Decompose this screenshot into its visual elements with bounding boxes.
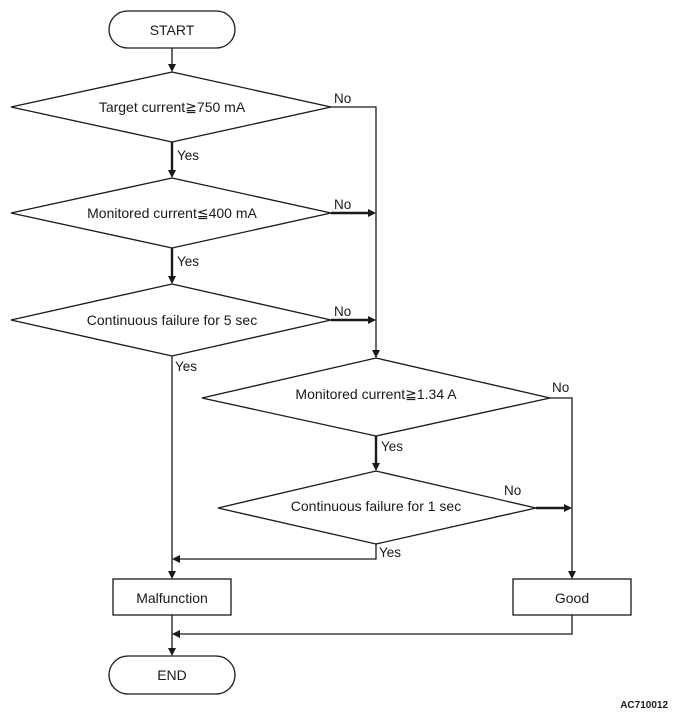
arrowhead: [564, 504, 572, 512]
arrowhead: [168, 64, 176, 72]
arrowhead: [168, 571, 176, 579]
edge-label-no: No: [552, 380, 569, 395]
start-label: START: [150, 22, 195, 38]
edge-label-no: No: [334, 304, 351, 319]
decision-failure-5sec: [10, 283, 332, 357]
arrowhead: [172, 630, 180, 638]
arrowhead: [168, 170, 176, 178]
decision-monitored-low: [10, 177, 332, 249]
decision-monitored-low-label: Monitored current≦400 mA: [87, 205, 257, 221]
edge-label-yes: Yes: [177, 148, 199, 163]
connector-d5-yes: [180, 544, 377, 560]
connector-d4-no: [550, 397, 573, 571]
malfunction-box: [112, 578, 232, 616]
decision-failure-1sec-label: Continuous failure for 1 sec: [291, 498, 461, 514]
decision-monitored-high-label: Monitored current≧1.34 A: [295, 386, 457, 402]
decision-target-current: [10, 71, 332, 143]
arrowhead: [168, 276, 176, 284]
connector-d1-no: [331, 106, 377, 350]
edge-label-no: No: [504, 483, 521, 498]
end-label: END: [157, 667, 187, 683]
start-terminal: [108, 10, 236, 49]
decision-failure-1sec: [217, 470, 537, 545]
edge-label-yes: Yes: [379, 545, 401, 560]
malfunction-label: Malfunction: [136, 590, 208, 606]
edge-label-yes: Yes: [381, 439, 403, 454]
arrowhead: [168, 648, 176, 656]
arrowhead: [368, 209, 376, 217]
edge-label-no: No: [334, 197, 351, 212]
arrowhead: [172, 555, 180, 563]
good-box: [512, 578, 632, 616]
figure-id: AC710012: [620, 700, 668, 711]
connector-good-to-end: [180, 615, 573, 635]
edge-label-yes: Yes: [175, 359, 197, 374]
edge-label-no: No: [334, 91, 351, 106]
arrowhead: [368, 316, 376, 324]
good-label: Good: [555, 590, 589, 606]
decision-target-current-label: Target current≧750 mA: [99, 99, 246, 115]
end-terminal: [108, 655, 236, 695]
arrowhead: [372, 463, 380, 471]
arrowhead: [568, 571, 576, 579]
decision-failure-5sec-label: Continuous failure for 5 sec: [87, 312, 257, 328]
arrowhead: [372, 350, 380, 358]
edge-label-yes: Yes: [177, 254, 199, 269]
decision-monitored-high: [201, 357, 551, 437]
